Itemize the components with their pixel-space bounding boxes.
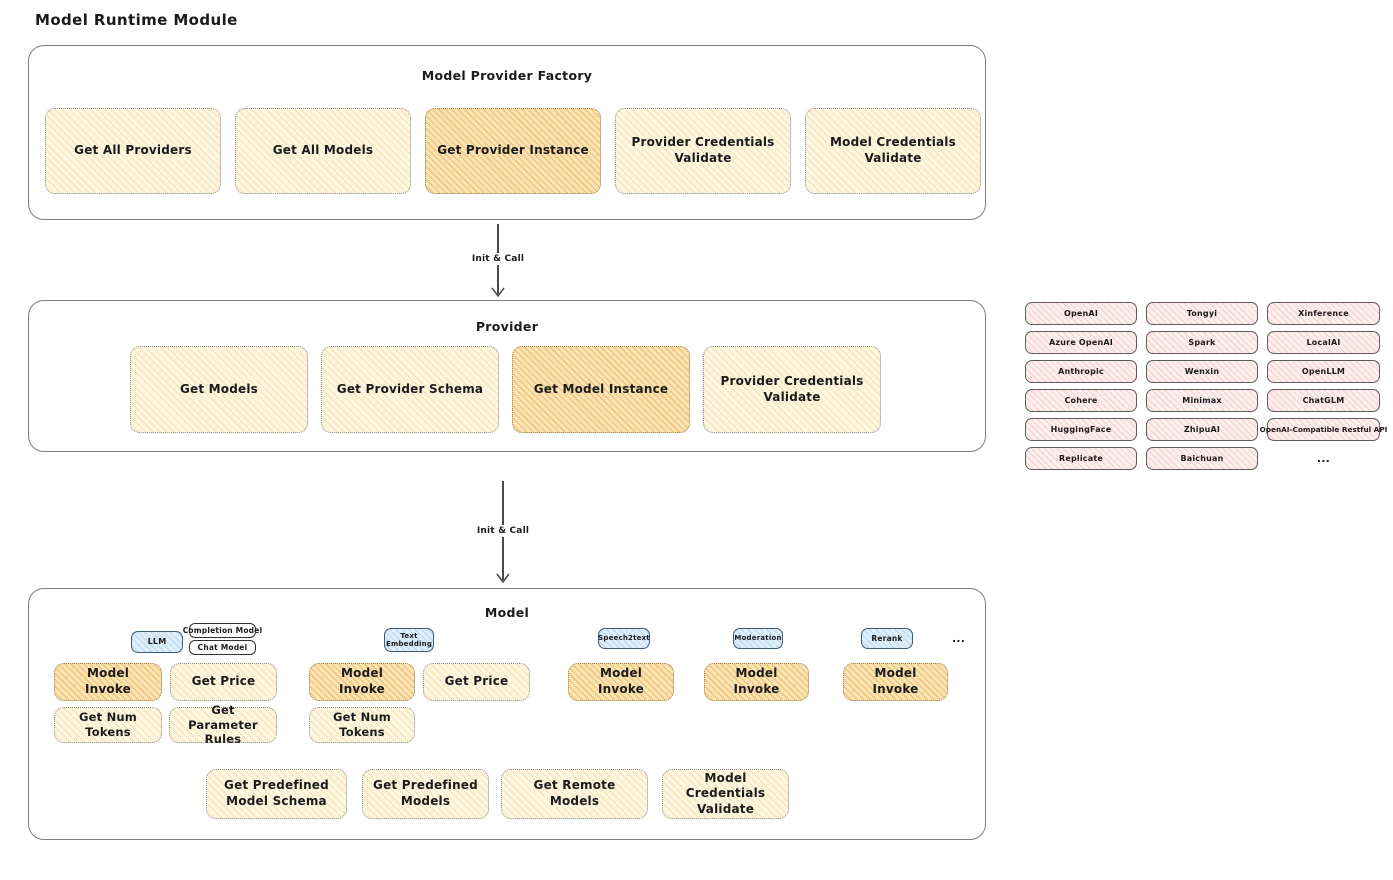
get-provider-schema-box: Get Provider Schema	[321, 346, 499, 433]
provider-title: Provider	[475, 319, 539, 334]
init-call-label-2: Init & Call	[472, 524, 534, 537]
model-credentials-validate-box-2: Model Credentials Validate	[662, 769, 789, 819]
get-predefined-models-box: Get Predefined Models	[362, 769, 489, 819]
get-models-box: Get Models	[130, 346, 308, 433]
factory-container: Model Provider Factory Get All Providers…	[28, 45, 986, 220]
provider-openai-compatible: OpenAI-Compatible Restful API	[1260, 418, 1387, 441]
provider-openai: OpenAI	[1025, 302, 1137, 325]
provider-ops-row: Get Models Get Provider Schema Get Model…	[130, 346, 881, 433]
llm-get-parameter-rules-box: Get Parameter Rules	[169, 703, 277, 746]
llm-get-num-tokens-box: Get Num Tokens	[54, 707, 162, 743]
tag-moderation: Moderation	[733, 628, 783, 649]
speech2text-model-invoke-box: Model Invoke	[568, 663, 674, 701]
tag-text-embedding: Text Embedding	[384, 628, 434, 652]
provider-localai: LocalAI	[1267, 331, 1380, 354]
provider-zhipuai: ZhipuAI	[1146, 418, 1258, 441]
provider-credentials-validate-box-2: Provider Credentials Validate	[703, 346, 881, 433]
provider-cohere: Cohere	[1025, 389, 1137, 412]
get-provider-instance-box: Get Provider Instance	[425, 108, 601, 194]
arrow-head-icon	[491, 287, 505, 297]
provider-openllm: OpenLLM	[1267, 360, 1380, 383]
factory-ops-row: Get All Providers Get All Models Get Pro…	[45, 108, 981, 194]
provider-tongyi: Tongyi	[1146, 302, 1258, 325]
embedding-model-invoke-box: Model Invoke	[309, 663, 415, 701]
factory-title: Model Provider Factory	[421, 68, 593, 83]
arrow-head-icon	[496, 573, 510, 583]
tag-llm: LLM	[131, 631, 183, 653]
provider-spark: Spark	[1146, 331, 1258, 354]
get-all-providers-box: Get All Providers	[45, 108, 221, 194]
get-model-instance-box: Get Model Instance	[512, 346, 690, 433]
moderation-model-invoke-box: Model Invoke	[704, 663, 809, 701]
provider-container: Provider Get Models Get Provider Schema …	[28, 300, 986, 452]
llm-get-price-box: Get Price	[170, 663, 277, 701]
provider-baichuan: Baichuan	[1146, 447, 1258, 470]
provider-anthropic: Anthropic	[1025, 360, 1137, 383]
tag-chat-model: Chat Model	[189, 640, 256, 655]
rerank-model-invoke-box: Model Invoke	[843, 663, 948, 701]
provider-huggingface: HuggingFace	[1025, 418, 1137, 441]
page-title: Model Runtime Module	[35, 11, 238, 29]
provider-chatglm: ChatGLM	[1267, 389, 1380, 412]
embedding-get-num-tokens-box: Get Num Tokens	[309, 707, 415, 743]
provider-xinference: Xinference	[1267, 302, 1380, 325]
providers-grid: OpenAI Tongyi Xinference Azure OpenAI Sp…	[1025, 302, 1387, 470]
provider-minimax: Minimax	[1146, 389, 1258, 412]
embedding-get-price-box: Get Price	[423, 663, 530, 701]
model-container: Model LLM Completion Model Chat Model Te…	[28, 588, 986, 840]
tag-rerank: Rerank	[861, 628, 913, 649]
init-call-label-1: Init & Call	[467, 253, 529, 265]
provider-azure-openai: Azure OpenAI	[1025, 331, 1137, 354]
providers-more-ellipsis: ...	[1316, 452, 1331, 465]
tag-speech2text: Speech2text	[598, 628, 650, 649]
tag-completion-model: Completion Model	[183, 623, 262, 638]
provider-wenxin: Wenxin	[1146, 360, 1258, 383]
provider-credentials-validate-box: Provider Credentials Validate	[615, 108, 791, 194]
get-predefined-model-schema-box: Get Predefined Model Schema	[206, 769, 347, 819]
model-credentials-validate-box: Model Credentials Validate	[805, 108, 981, 194]
get-all-models-box: Get All Models	[235, 108, 411, 194]
llm-model-invoke-box: Model Invoke	[54, 663, 162, 701]
get-remote-models-box: Get Remote Models	[501, 769, 648, 819]
model-tags-more-ellipsis: ...	[952, 632, 966, 645]
model-title: Model	[484, 605, 530, 620]
provider-replicate: Replicate	[1025, 447, 1137, 470]
